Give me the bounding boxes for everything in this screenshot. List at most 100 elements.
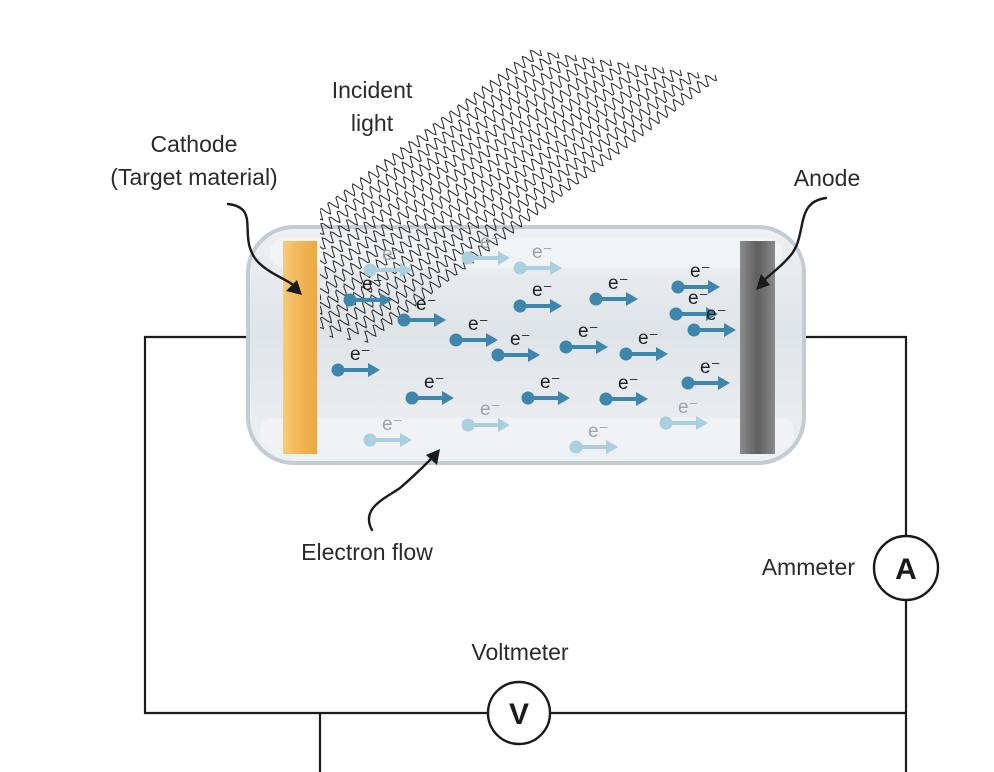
electron-arrowhead bbox=[708, 280, 720, 294]
electron-arrow bbox=[468, 256, 498, 260]
electron-label: e⁻ bbox=[532, 280, 553, 301]
tube-lower-band bbox=[260, 418, 794, 448]
left-wire bbox=[143, 335, 488, 715]
electron-arrowhead bbox=[498, 251, 510, 265]
electron-arrowhead bbox=[626, 292, 638, 306]
electron-label: e⁻ bbox=[480, 399, 501, 420]
electron: e⁻ bbox=[599, 373, 648, 406]
electron: e⁻ bbox=[397, 294, 446, 327]
electron-label: e⁻ bbox=[588, 421, 609, 442]
ammeter-symbol: A bbox=[895, 553, 917, 586]
light-wave bbox=[329, 69, 683, 338]
voltmeter-circle bbox=[486, 680, 552, 746]
light-wave bbox=[320, 52, 560, 321]
electron-arrow bbox=[350, 298, 380, 302]
electrons: e⁻e⁻e⁻e⁻e⁻e⁻e⁻e⁻e⁻e⁻e⁻e⁻e⁻e⁻e⁻e⁻e⁻e⁻e⁻e⁻… bbox=[331, 232, 736, 454]
electron-arrow bbox=[606, 397, 636, 401]
electron: e⁻ bbox=[461, 232, 510, 265]
electron: e⁻ bbox=[449, 314, 498, 347]
electron-arrowhead bbox=[656, 347, 668, 361]
ammeter-circle bbox=[872, 534, 940, 602]
electron-arrow bbox=[404, 318, 434, 322]
electron: e⁻ bbox=[513, 242, 562, 275]
electron-arrow bbox=[666, 421, 696, 425]
electron-label: e⁻ bbox=[480, 232, 501, 253]
light-wave bbox=[346, 72, 700, 341]
electron-arrow bbox=[338, 368, 368, 372]
electron-arrow bbox=[370, 268, 400, 272]
electron-label: e⁻ bbox=[706, 304, 727, 325]
circuit-wires bbox=[143, 335, 908, 772]
cathode-pointer-arrowhead bbox=[286, 280, 302, 295]
light-wave bbox=[320, 54, 578, 323]
electron-arrowhead bbox=[696, 416, 708, 430]
electron-arrow bbox=[528, 396, 558, 400]
ammeter-label: Ammeter bbox=[762, 554, 856, 580]
electron-label: e⁻ bbox=[618, 373, 639, 394]
voltmeter-label: Voltmeter bbox=[471, 639, 568, 665]
electron-arrowhead bbox=[400, 263, 412, 277]
electron-flow-pointer-arrowhead bbox=[426, 449, 440, 465]
incident-light-label-line1: Incident bbox=[332, 77, 413, 103]
electron-arrow bbox=[676, 312, 706, 316]
tube-highlight bbox=[270, 238, 782, 268]
electron-arrow bbox=[520, 304, 550, 308]
electron-flow-pointer bbox=[367, 456, 434, 532]
electron-label: e⁻ bbox=[688, 288, 709, 309]
light-wave bbox=[320, 57, 595, 326]
electron-label: e⁻ bbox=[416, 294, 437, 315]
electron-arrowhead bbox=[596, 340, 608, 354]
electron-arrowhead bbox=[724, 323, 736, 337]
electron: e⁻ bbox=[669, 288, 718, 321]
electron: e⁻ bbox=[569, 421, 618, 454]
electron-arrow bbox=[412, 396, 442, 400]
electron-arrow bbox=[678, 285, 708, 289]
light-wave bbox=[320, 67, 665, 336]
electron: e⁻ bbox=[363, 414, 412, 447]
voltmeter: V bbox=[486, 680, 552, 746]
electron-label: e⁻ bbox=[690, 261, 711, 282]
anode-pointer bbox=[760, 196, 828, 284]
electron: e⁻ bbox=[619, 328, 668, 361]
electron-arrow bbox=[596, 297, 626, 301]
electron-label: e⁻ bbox=[678, 397, 699, 418]
electron-arrow bbox=[468, 423, 498, 427]
electron-arrow bbox=[694, 328, 724, 332]
incident-light-label-line2: light bbox=[351, 110, 394, 136]
electron-arrowhead bbox=[498, 418, 510, 432]
electron: e⁻ bbox=[559, 321, 608, 354]
cathode-pointer bbox=[226, 202, 298, 290]
light-wave bbox=[320, 49, 543, 318]
electron-arrowhead bbox=[636, 392, 648, 406]
electron-arrowhead bbox=[718, 376, 730, 390]
cathode-label-line2: (Target material) bbox=[110, 164, 277, 190]
right-wire-upper bbox=[800, 335, 908, 536]
light-wave bbox=[364, 74, 718, 343]
electron-arrowhead bbox=[380, 293, 392, 307]
electron: e⁻ bbox=[687, 304, 736, 337]
electron: e⁻ bbox=[343, 274, 392, 307]
voltmeter-symbol: V bbox=[509, 698, 529, 731]
electron-label: e⁻ bbox=[510, 329, 531, 350]
electron-label: e⁻ bbox=[638, 328, 659, 349]
electron-arrowhead bbox=[550, 261, 562, 275]
electron: e⁻ bbox=[681, 357, 730, 390]
electron-label: e⁻ bbox=[532, 242, 553, 263]
light-wave bbox=[320, 62, 630, 331]
electron: e⁻ bbox=[405, 372, 454, 405]
electron-arrow bbox=[370, 438, 400, 442]
light-wave bbox=[320, 59, 613, 328]
electron-label: e⁻ bbox=[700, 357, 721, 378]
electron-arrowhead bbox=[400, 433, 412, 447]
electron-arrowhead bbox=[442, 391, 454, 405]
electron-arrowhead bbox=[368, 363, 380, 377]
electron-arrowhead bbox=[528, 348, 540, 362]
electron-label: e⁻ bbox=[362, 274, 383, 295]
electron-arrow bbox=[688, 381, 718, 385]
electron: e⁻ bbox=[671, 261, 720, 294]
electron-flow-label: Electron flow bbox=[301, 539, 433, 565]
electron-arrowhead bbox=[558, 391, 570, 405]
electron: e⁻ bbox=[589, 273, 638, 306]
electron-arrow bbox=[566, 345, 596, 349]
electron-label: e⁻ bbox=[608, 273, 629, 294]
